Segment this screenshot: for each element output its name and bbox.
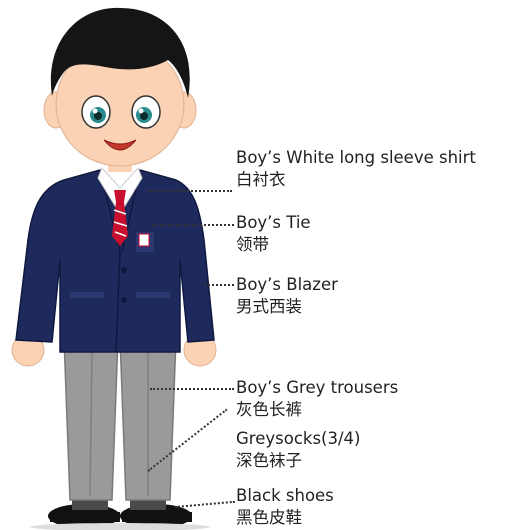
grey-trousers xyxy=(63,337,177,501)
label-tie-en: Boy’s Tie xyxy=(236,213,311,232)
smile xyxy=(103,139,137,151)
label-shoes-en: Black shoes xyxy=(236,486,334,505)
ground-shadow xyxy=(30,523,210,530)
label-blazer: Boy’s Blazer 男式西装 xyxy=(236,274,338,318)
label-socks-en: Greysocks(3/4) xyxy=(236,429,361,448)
hair xyxy=(50,7,190,98)
label-shoes-zh: 黑色皮鞋 xyxy=(236,508,302,527)
label-shirt: Boy’s White long sleeve shirt 白衬衣 xyxy=(236,147,476,191)
label-shirt-zh: 白衬衣 xyxy=(236,170,286,189)
striped-tie xyxy=(112,190,128,246)
label-tie: Boy’s Tie 领带 xyxy=(236,212,311,256)
label-trousers-zh: 灰色长裤 xyxy=(236,400,302,419)
label-shoes: Black shoes 黑色皮鞋 xyxy=(236,485,334,529)
leader-line-trousers xyxy=(150,388,234,390)
label-shirt-en: Boy’s White long sleeve shirt xyxy=(236,148,476,167)
label-tie-zh: 领带 xyxy=(236,235,269,254)
leader-line-tie xyxy=(152,224,234,226)
label-trousers: Boy’s Grey trousers 灰色长裤 xyxy=(236,377,398,421)
label-blazer-zh: 男式西装 xyxy=(236,297,302,316)
label-socks-zh: 深色袜子 xyxy=(236,451,302,470)
label-socks: Greysocks(3/4) 深色袜子 xyxy=(236,428,360,472)
label-blazer-en: Boy’s Blazer xyxy=(236,275,338,294)
leader-line-shirt xyxy=(148,190,232,192)
label-trousers-en: Boy’s Grey trousers xyxy=(236,378,399,397)
eyes xyxy=(81,95,161,129)
leader-line-blazer xyxy=(204,284,234,286)
